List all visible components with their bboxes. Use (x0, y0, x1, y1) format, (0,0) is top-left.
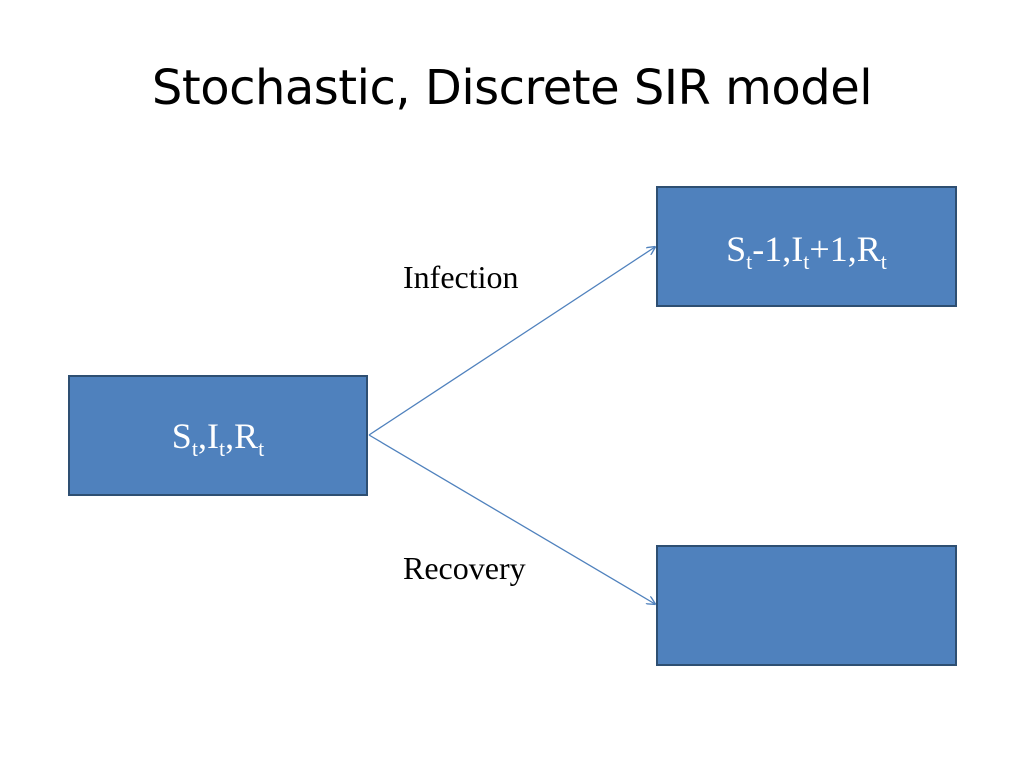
recovery-arrow (368, 434, 655, 604)
infection-arrow (368, 247, 655, 436)
infection-label: Infection (403, 259, 519, 295)
infection-result-label: St-1,It+1,Rt (726, 229, 887, 274)
initial-state-label: St,It,Rt (171, 415, 265, 461)
recovery-result-box (656, 545, 957, 666)
slide-title: Stochastic, Discrete SIR model (151, 60, 873, 116)
recovery-label: Recovery (403, 550, 526, 586)
initial-state-box: St,It,Rt (68, 375, 368, 496)
infection-result-box: St-1,It+1,Rt (656, 186, 957, 307)
